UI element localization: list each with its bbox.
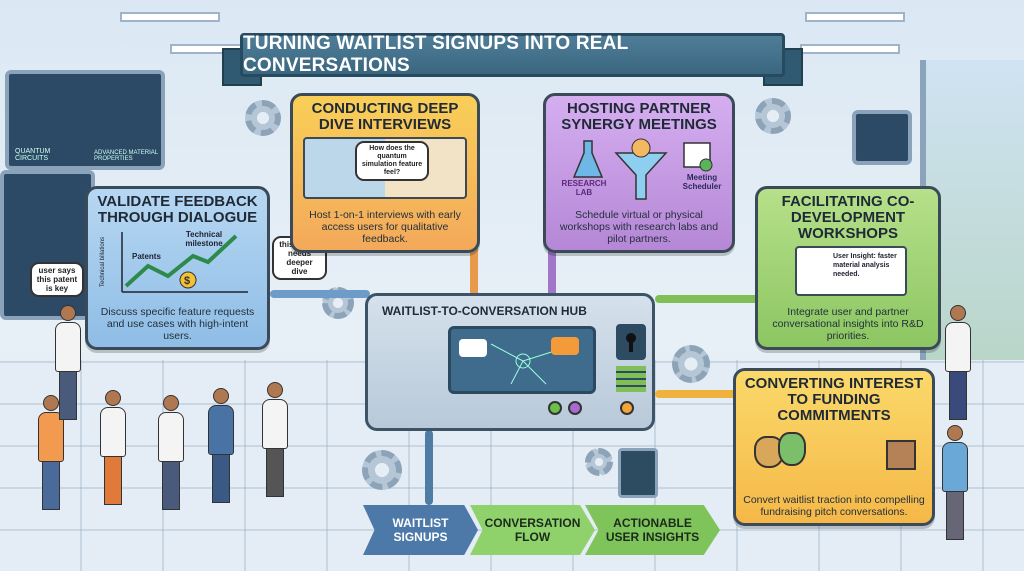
pitch-scene (746, 428, 922, 472)
card-title: VALIDATE FEEDBACK THROUGH DIALOGUE (97, 193, 258, 226)
card-title: CONVERTING INTEREST TO FUNDING COMMITMEN… (744, 375, 924, 424)
funnel-illustration (572, 138, 713, 200)
card-title: HOSTING PARTNER SYNERGY MEETINGS (561, 100, 717, 133)
podium (886, 440, 916, 470)
flow-step-waitlist-signups: WAITLIST SIGNUPS (363, 505, 478, 555)
gear-icon (755, 98, 791, 134)
funnel-scene: RESEARCH LAB Meeting Scheduler (556, 137, 722, 201)
orange-button[interactable] (620, 401, 634, 415)
hub-screen (448, 326, 596, 394)
ceiling-light (120, 12, 220, 22)
card-title: FACILITATING CO-DEVELOPMENT WORKSHOPS (781, 193, 915, 242)
status-bars (616, 366, 646, 392)
gear-icon (585, 448, 613, 476)
purple-button[interactable] (568, 401, 582, 415)
card-description: Discuss specific feature requests and us… (100, 306, 255, 342)
dna-board (852, 110, 912, 165)
pipe (270, 290, 370, 298)
hub-title: WAITLIST-TO-CONVERSATION HUB (382, 304, 587, 318)
flow-step-conversation-flow: CONVERSATION FLOW (470, 505, 595, 555)
chart-label-milestone: Technical milestone (185, 230, 223, 248)
research-lab-label: RESEARCH LAB (561, 179, 607, 197)
gear-icon (245, 100, 281, 136)
growth-chart-area: $ Technical billations Technical milesto… (98, 230, 257, 294)
person (100, 390, 126, 505)
validate-feedback-card: VALIDATE FEEDBACK THROUGH DIALOGUE $ Tec… (85, 186, 270, 350)
flow-label: ACTIONABLE USER INSIGHTS (605, 516, 700, 544)
speech-bubble: user says this patent is key (30, 262, 84, 297)
globe-gear-icon (362, 450, 402, 490)
pipe (655, 390, 740, 398)
green-button[interactable] (548, 401, 562, 415)
funnel-icon (614, 152, 668, 200)
keyhole-icon (616, 324, 646, 360)
page-title: TURNING WAITLIST SIGNUPS INTO REAL CONVE… (240, 33, 785, 77)
pipe (548, 225, 556, 300)
card-description: Schedule virtual or physical workshops w… (559, 209, 719, 245)
person (262, 382, 288, 497)
money-bag-icon (778, 432, 806, 466)
card-description: Convert waitlist traction into compellin… (743, 494, 925, 518)
flow-step-actionable-insights: ACTIONABLE USER INSIGHTS (585, 505, 720, 555)
flow-label: CONVERSATION FLOW (484, 516, 581, 544)
deep-dive-interviews-card: CONDUCTING DEEP DIVE INTERVIEWS How does… (290, 93, 480, 253)
quantum-board: QUANTUM CIRCUITS ADVANCED MATERIAL PROPE… (5, 70, 165, 170)
flow-label: WAITLIST SIGNUPS (392, 516, 449, 544)
board-label: ADVANCED MATERIAL PROPERTIES (94, 150, 158, 162)
person (158, 395, 184, 510)
speech-bubble: How does the quantum simulation feature … (355, 141, 429, 181)
video-call-scene: How does the quantum simulation feature … (303, 137, 467, 199)
growth-chart: $ (121, 232, 248, 293)
ceiling-light (805, 12, 905, 22)
network-graph (459, 337, 579, 385)
chart-y-label: Technical billations (100, 236, 106, 288)
whiteboard-text: User Insight: faster material analysis n… (833, 253, 897, 278)
partner-synergy-card: HOSTING PARTNER SYNERGY MEETINGS RESEARC… (543, 93, 735, 253)
scientist (55, 305, 81, 420)
gear-icon (672, 345, 710, 383)
pipe (425, 430, 433, 505)
scientist (945, 305, 971, 420)
chat-icon (551, 337, 579, 355)
insights-monitor (618, 448, 658, 498)
formula-board (0, 170, 95, 320)
card-description: Host 1-on-1 interviews with early access… (309, 209, 461, 245)
presenter (942, 425, 968, 540)
chart-label-patents: Patents (132, 252, 161, 261)
card-description: Integrate user and partner conversationa… (772, 306, 924, 342)
conversation-hub: WAITLIST-TO-CONVERSATION HUB (365, 293, 655, 431)
ceiling-light (800, 44, 900, 54)
whiteboard: User Insight: faster material analysis n… (795, 246, 907, 296)
pipe (655, 295, 760, 303)
svg-text:$: $ (184, 275, 190, 287)
chat-icon (459, 339, 487, 357)
board-label: QUANTUM CIRCUITS (15, 148, 51, 162)
co-development-workshops-card: FACILITATING CO-DEVELOPMENT WORKSHOPS Us… (755, 186, 941, 350)
meeting-scheduler-label: Meeting Scheduler (682, 173, 722, 191)
pipe (470, 225, 478, 300)
funding-commitments-card: CONVERTING INTEREST TO FUNDING COMMITMEN… (733, 368, 935, 526)
person (38, 395, 64, 510)
card-title: CONDUCTING DEEP DIVE INTERVIEWS (311, 100, 459, 133)
flask-icon (572, 140, 604, 178)
person (208, 388, 234, 503)
